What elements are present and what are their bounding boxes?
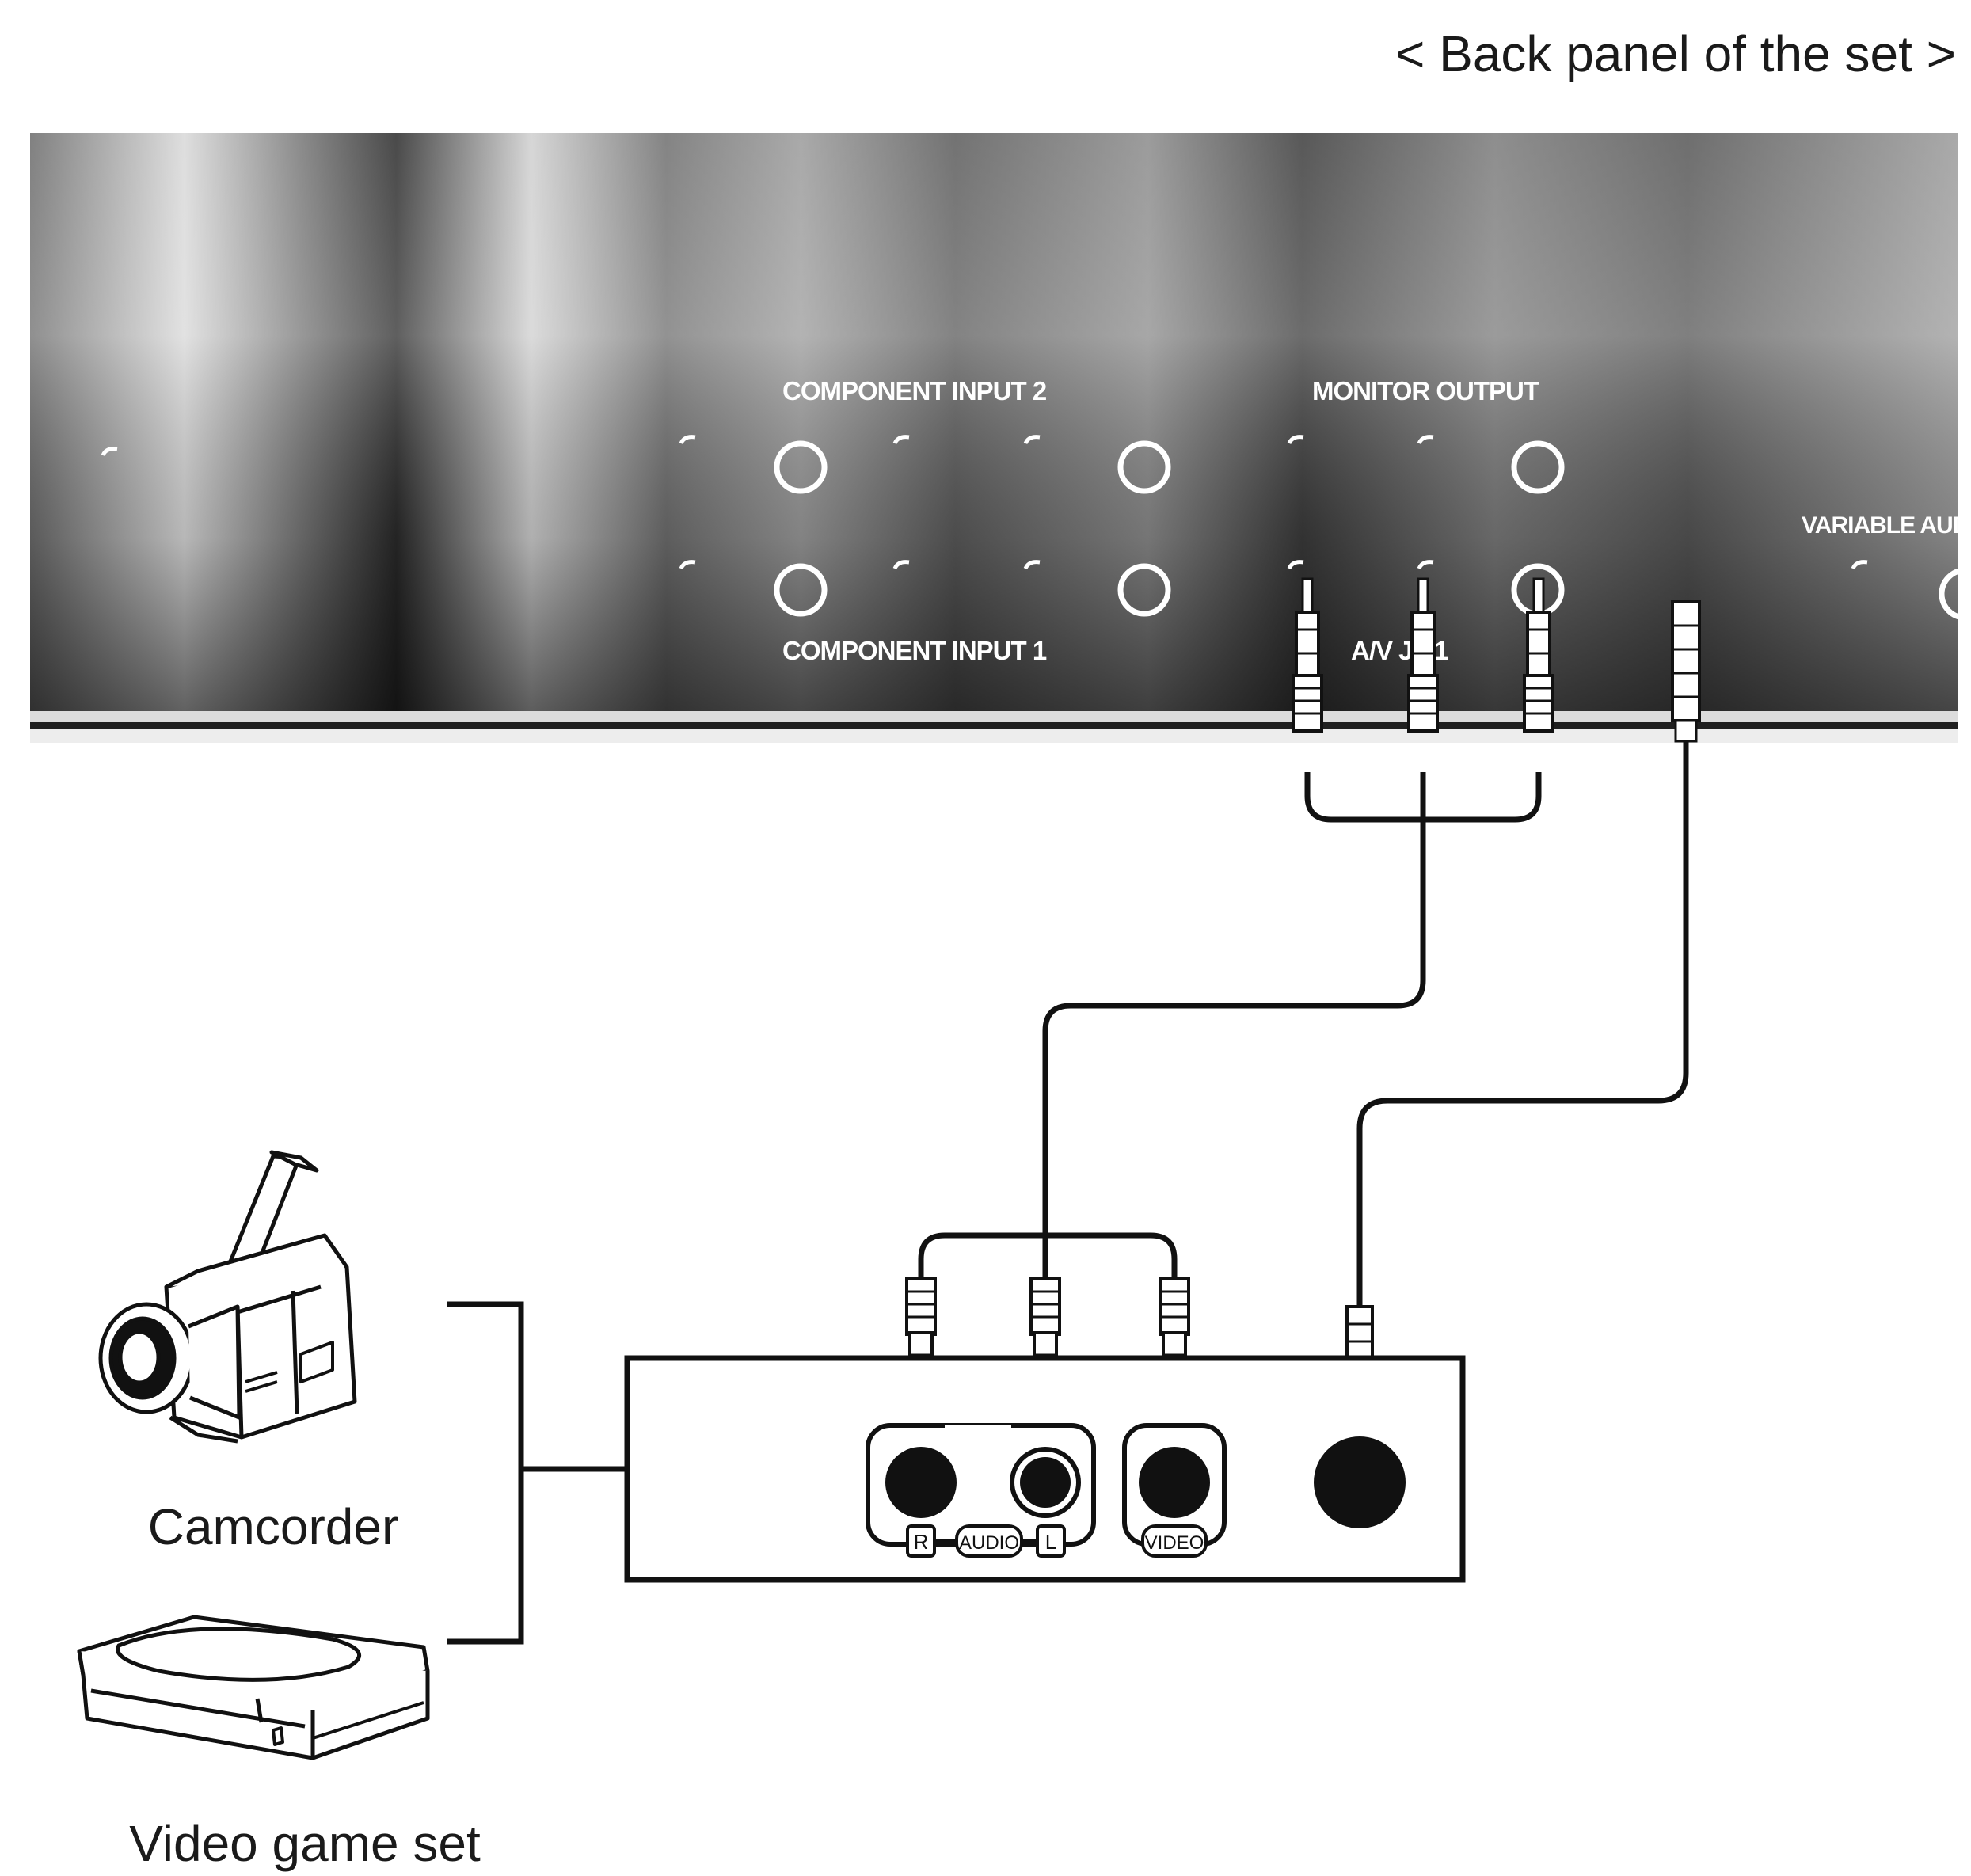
jack-icon (1139, 1447, 1210, 1518)
jack-r-label: R (914, 1530, 929, 1554)
jack-video-label: VIDEO (1145, 1532, 1204, 1554)
camcorder-icon (98, 1150, 357, 1444)
tv-back-panel: COMPONENT INPUT 2 MONITOR OUTPUT VARIABL… (30, 133, 1971, 743)
jack-icon (885, 1447, 957, 1518)
panel-jack-icon (1939, 567, 1971, 621)
component-input-1-label: COMPONENT INPUT 1 (782, 636, 1047, 665)
monitor-output-label: MONITOR OUTPUT (1312, 376, 1539, 405)
panel-svideo-plug (1671, 600, 1701, 743)
cables (918, 741, 1689, 1307)
jack-icon (1314, 1436, 1406, 1528)
device-bracket (447, 1301, 627, 1645)
jack-icon (1020, 1457, 1071, 1508)
external-device-box: R AUDIO L VIDEO (624, 1355, 1466, 1583)
variable-audio-label: VARIABLE AUD (1802, 512, 1969, 538)
jack-audio-label: AUDIO (959, 1532, 1019, 1554)
svideo-plug-icon (1671, 600, 1701, 722)
back-panel-caption: < Back panel of the set > (1395, 25, 1956, 82)
component-input-2-label: COMPONENT INPUT 2 (782, 376, 1047, 405)
jack-l-label: L (1045, 1530, 1056, 1554)
svideo-cable (1356, 741, 1689, 1307)
rca-cable-main (1042, 820, 1426, 1235)
game-console-icon (77, 1615, 430, 1760)
camcorder-label: Camcorder (148, 1498, 399, 1555)
video-game-set-label: Video game set (129, 1815, 481, 1872)
